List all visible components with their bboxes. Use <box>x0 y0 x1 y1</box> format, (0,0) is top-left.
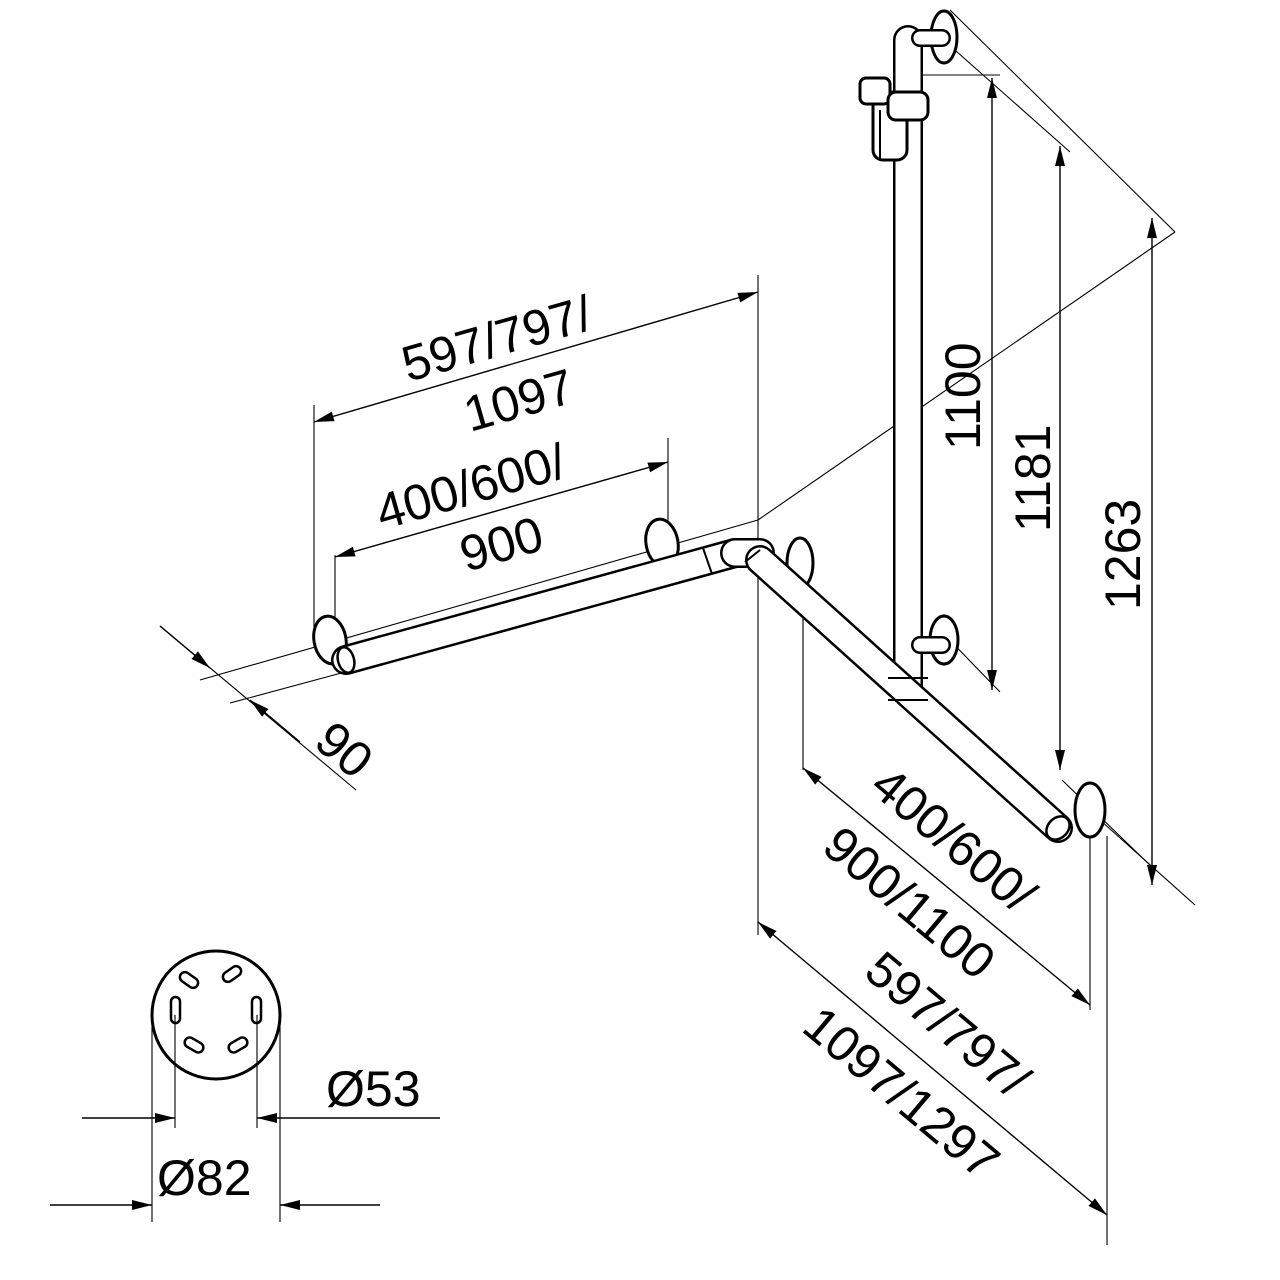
mounting-slots <box>169 964 263 1054</box>
dim-horiz-inner-line2: 900 <box>454 506 550 583</box>
dim-line-depth <box>159 625 211 669</box>
dim-line-horiz-inner <box>334 461 669 558</box>
dim-rose-inner: Ø53 <box>326 1061 421 1117</box>
dim-vertical-3: 1263 <box>1095 499 1151 610</box>
dim-vertical-2: 1181 <box>1005 424 1061 532</box>
dimension-lines <box>159 78 1157 1216</box>
wall-rose-right <box>1073 781 1107 839</box>
dimension-labels: 597/797/ 1097 400/600/ 900 90 1100 1181 … <box>305 285 1151 1190</box>
wall-rose-detail: Ø53 Ø82 <box>50 949 440 1222</box>
shower-holder <box>858 76 930 162</box>
dim-vertical-1: 1100 <box>935 342 991 450</box>
dim-line-horiz-outer <box>313 291 759 423</box>
dim-depth: 90 <box>305 711 384 790</box>
dim-line-diag-outer <box>757 921 1108 1216</box>
dim-rose-outer: Ø82 <box>157 1150 252 1206</box>
